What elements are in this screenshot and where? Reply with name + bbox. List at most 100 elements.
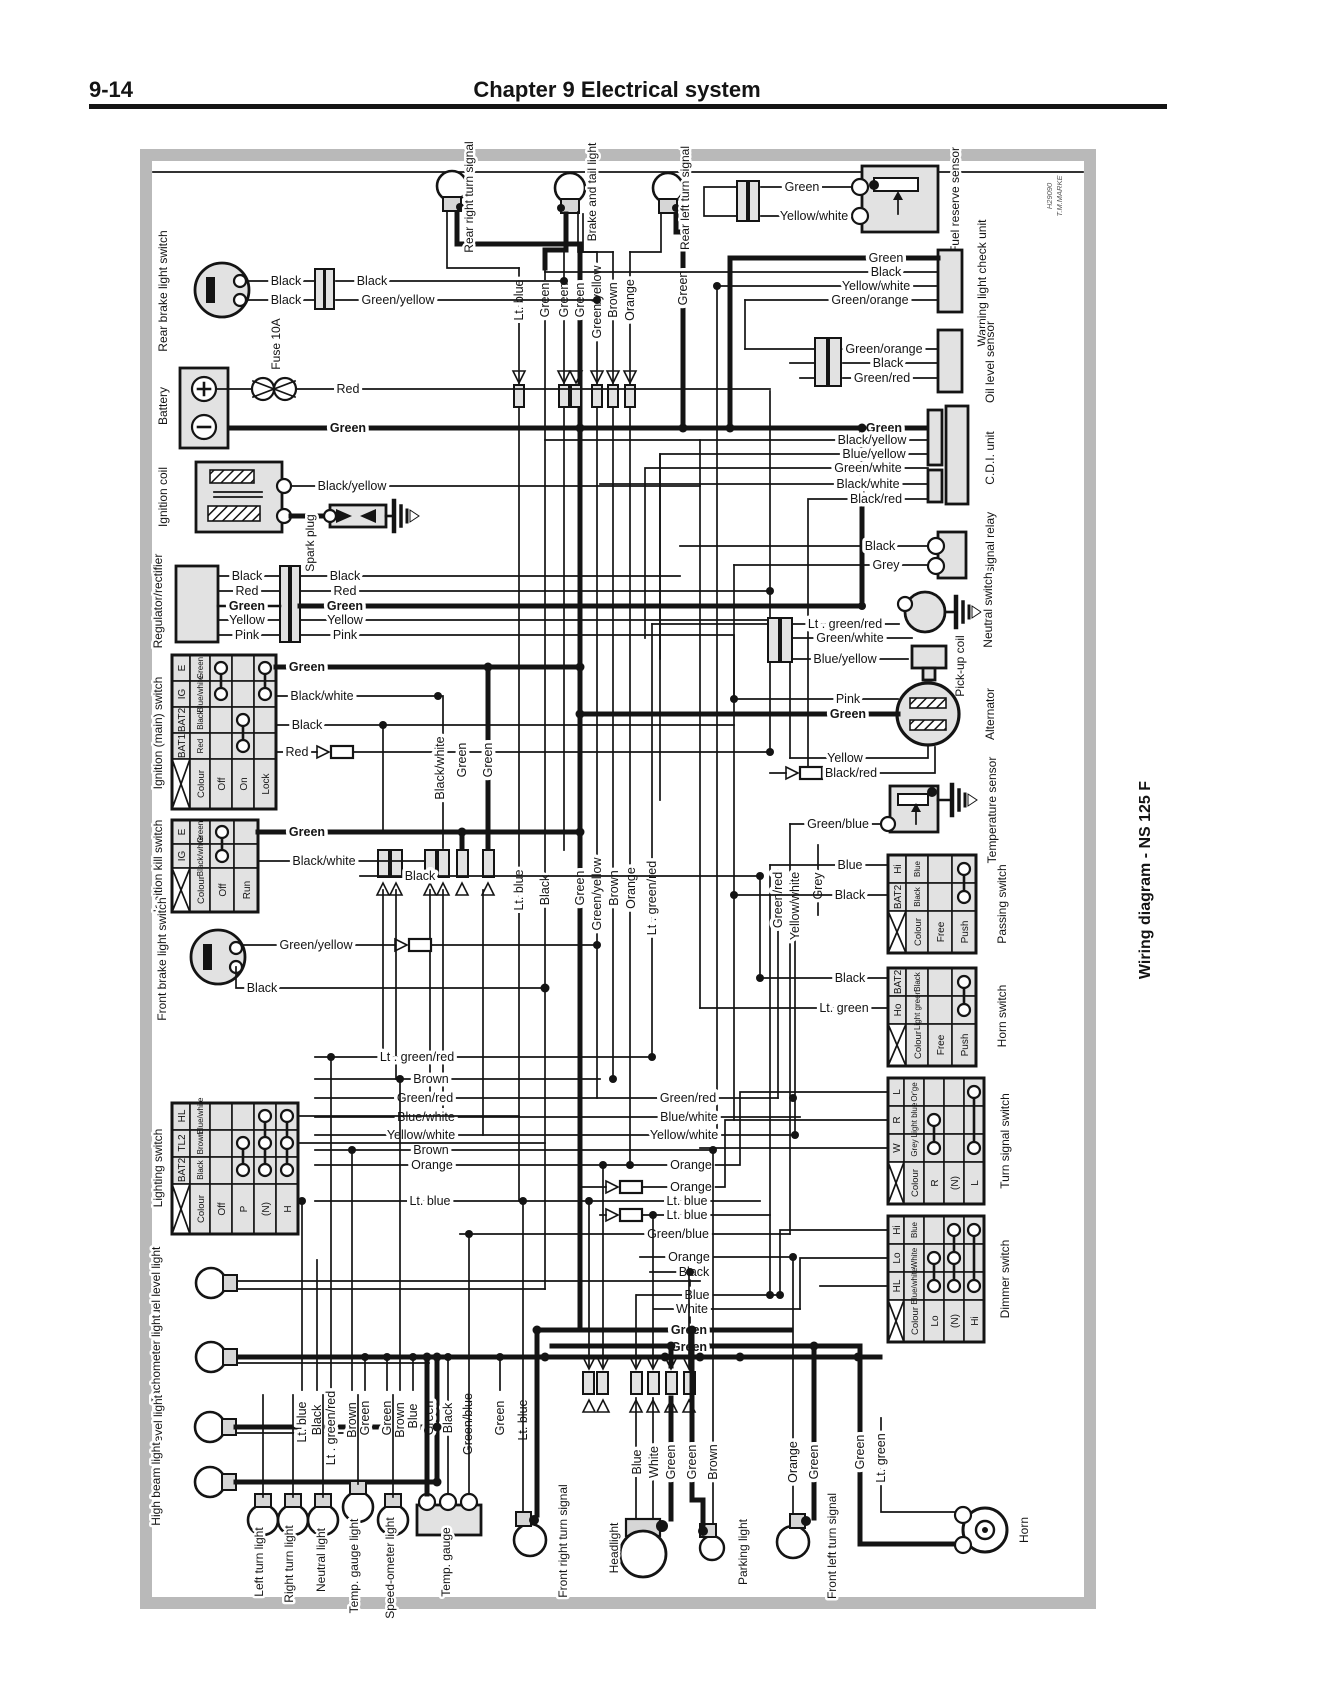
svg-text:Regulator/rectifier: Regulator/rectifier: [151, 554, 165, 649]
svg-text:Blue/white: Blue/white: [910, 1267, 919, 1304]
svg-text:High beam light: High beam light: [149, 1442, 163, 1526]
svg-text:Ignition kill switch: Ignition kill switch: [151, 820, 165, 913]
svg-text:Black: Black: [679, 1265, 710, 1279]
svg-text:Blue/white: Blue/white: [196, 675, 205, 712]
svg-text:Yellow/white: Yellow/white: [387, 1128, 455, 1142]
svg-text:Red: Red: [286, 745, 309, 759]
svg-text:Alternator: Alternator: [983, 688, 997, 740]
svg-text:P: P: [239, 1205, 250, 1212]
svg-text:Parking light: Parking light: [736, 1518, 750, 1585]
svg-text:Neutral light: Neutral light: [314, 1527, 328, 1592]
svg-text:Yellow/white: Yellow/white: [842, 279, 910, 293]
svg-text:Black: Black: [835, 971, 866, 985]
svg-text:Green: Green: [807, 1445, 821, 1480]
svg-text:Rear left turn signal: Rear left turn signal: [678, 146, 692, 250]
svg-text:Hi: Hi: [970, 1316, 981, 1325]
svg-text:Black: Black: [247, 981, 278, 995]
svg-text:Orange: Orange: [670, 1180, 712, 1194]
ignition-main-switch: E Green IG Blue/white BAT2 Black BAT1 Re…: [149, 653, 771, 849]
svg-text:Green: Green: [664, 1445, 678, 1480]
svg-text:Black/white: Black/white: [836, 477, 899, 491]
svg-text:Headlight: Headlight: [607, 1522, 621, 1573]
svg-text:Ignition (main) switch: Ignition (main) switch: [151, 677, 165, 790]
svg-text:White: White: [676, 1302, 708, 1316]
svg-text:Hi: Hi: [892, 1225, 903, 1234]
svg-text:Fuel level light: Fuel level light: [149, 1246, 163, 1323]
regulator-rectifier: Black Red Green Yellow Pink Black Red Gr…: [149, 551, 865, 700]
svg-text:Black: Black: [357, 274, 388, 288]
cdi-unit: Green Black/yellow Blue/yellow Green/whi…: [544, 404, 1000, 774]
pickup-coil: Green/white Blue/yellow Pick-up coil: [767, 617, 970, 699]
svg-text:Lt. blue: Lt. blue: [409, 1194, 450, 1208]
svg-text:Black: Black: [835, 888, 866, 902]
credit: T.M.MARKE: [1055, 175, 1064, 217]
svg-text:Black/white: Black/white: [292, 854, 355, 868]
svg-text:Green/blue: Green/blue: [807, 817, 869, 831]
svg-text:Brake and tail light: Brake and tail light: [585, 142, 599, 241]
svg-text:(N): (N): [950, 1314, 961, 1328]
svg-text:Lock: Lock: [261, 772, 272, 794]
brake-tail-light: Brake and tail light: [542, 139, 614, 271]
bottom-lamps: Left turn light Right turn light Neutral…: [246, 1394, 410, 1621]
svg-text:Brown: Brown: [706, 1444, 720, 1479]
svg-text:Black: Black: [232, 569, 263, 583]
front-brake-light-switch: Green/yellow Black Front brake light swi…: [153, 895, 598, 1023]
svg-text:H: H: [283, 1205, 294, 1212]
svg-text:Free: Free: [936, 921, 947, 942]
svg-text:Black/white: Black/white: [290, 689, 353, 703]
svg-text:E: E: [177, 664, 188, 671]
svg-text:Orange: Orange: [786, 1441, 800, 1483]
svg-text:E: E: [177, 828, 188, 835]
svg-text:Black: Black: [538, 874, 552, 905]
svg-text:Black/white: Black/white: [196, 835, 205, 876]
svg-text:Yellow/white: Yellow/white: [780, 209, 848, 223]
svg-text:R: R: [892, 1116, 903, 1123]
svg-text:(N): (N): [950, 1176, 961, 1190]
svg-text:Orange: Orange: [624, 867, 638, 909]
svg-text:Green/yellow: Green/yellow: [280, 938, 354, 952]
svg-text:Oil level light: Oil level light: [151, 1394, 165, 1463]
svg-text:Left turn light: Left turn light: [252, 1527, 266, 1597]
wiring-trunks: [213, 229, 960, 1547]
svg-text:Green: Green: [853, 1435, 867, 1470]
svg-text:Tachometer light: Tachometer light: [149, 1314, 163, 1403]
svg-text:Colour: Colour: [196, 1195, 207, 1223]
svg-text:Green: Green: [358, 1401, 372, 1436]
svg-text:Rear brake light switch: Rear brake light switch: [156, 230, 170, 351]
svg-text:Lt. green: Lt. green: [819, 1001, 868, 1015]
svg-text:Black: Black: [271, 293, 302, 307]
turn-signal-switch: L Or'ge R Light blue W Grey Colour R (N)…: [886, 1076, 1015, 1206]
svg-text:Colour: Colour: [910, 1169, 921, 1197]
front-left-turn-signal: Front left turn signal: [775, 1256, 842, 1602]
svg-text:Brown: Brown: [606, 282, 620, 317]
svg-text:Green: Green: [481, 743, 495, 778]
svg-text:White: White: [647, 1446, 661, 1478]
svg-text:Blue/white: Blue/white: [660, 1110, 718, 1124]
svg-text:Lt . green/red: Lt . green/red: [808, 617, 882, 631]
svg-text:Brown: Brown: [196, 1132, 205, 1155]
svg-text:Black: Black: [441, 1402, 455, 1433]
header-rule: [89, 104, 1167, 109]
svg-text:BAT2: BAT2: [177, 707, 188, 732]
svg-text:Lt . green/red: Lt . green/red: [645, 861, 659, 935]
svg-text:Fuse 10A: Fuse 10A: [269, 318, 283, 369]
svg-text:Green/white: Green/white: [816, 631, 883, 645]
svg-text:Blue: Blue: [913, 860, 922, 877]
svg-text:Green/orange: Green/orange: [831, 293, 908, 307]
svg-text:Oil level sensor: Oil level sensor: [983, 321, 997, 403]
svg-text:Green: Green: [869, 251, 904, 265]
svg-text:Blue: Blue: [910, 1221, 919, 1238]
svg-text:Black: Black: [310, 1404, 324, 1435]
svg-text:Blue/yellow: Blue/yellow: [813, 652, 877, 666]
headlight: Headlight: [605, 1395, 674, 1579]
svg-text:Off: Off: [217, 1202, 228, 1215]
lighting-switch: HL Blue/white TL2 Brown BAT2 Black Colou…: [149, 1097, 546, 1236]
svg-text:BAT2: BAT2: [177, 1157, 188, 1182]
junction-dots: [298, 277, 867, 1487]
svg-text:Lt. blue: Lt. blue: [512, 869, 526, 910]
svg-text:Blue: Blue: [406, 1403, 420, 1428]
svg-text:Black/red: Black/red: [850, 492, 902, 506]
svg-text:Lt. blue: Lt. blue: [666, 1208, 707, 1222]
svg-text:Brown: Brown: [393, 1402, 407, 1437]
svg-text:HL: HL: [177, 1109, 188, 1122]
